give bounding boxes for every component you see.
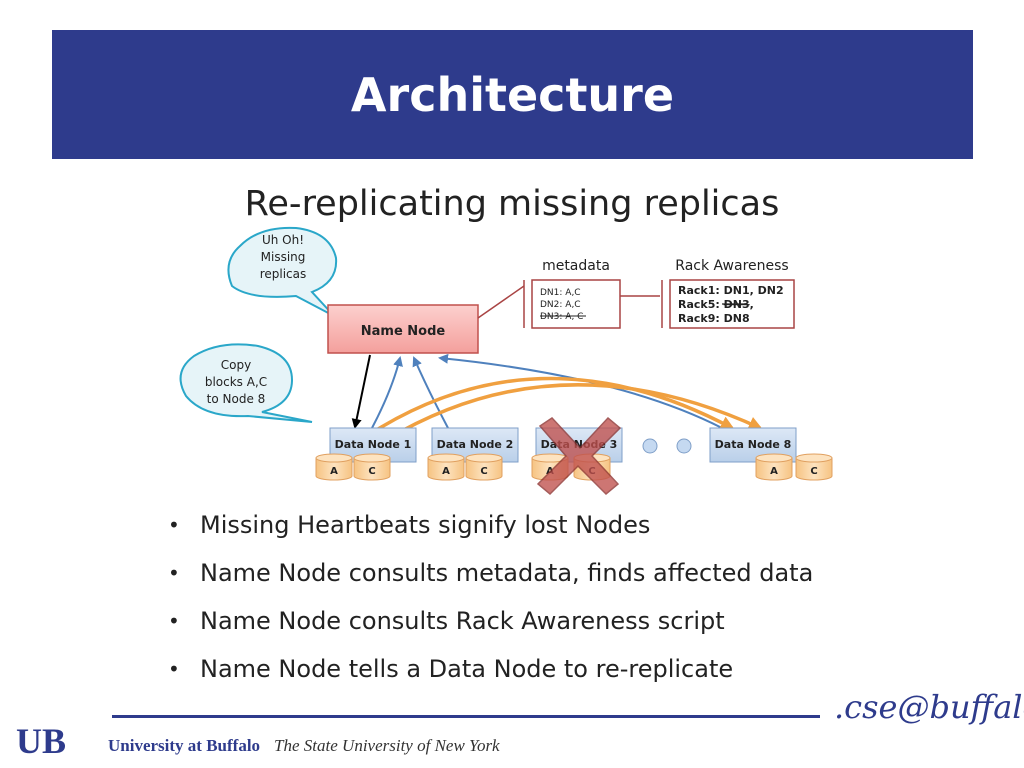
ub-logo-icon: UB — [16, 722, 66, 758]
data-node-1-label: Data Node 1 — [335, 438, 412, 451]
block-cylinder: A — [315, 453, 353, 481]
bullet-dot: • — [168, 609, 180, 633]
callout-copy-line-1: Copy — [221, 358, 251, 372]
bullet-dot: • — [168, 657, 180, 681]
footer-text: University at Buffalo The State Universit… — [108, 736, 500, 756]
heartbeat-arrow-8 — [438, 353, 723, 429]
block-cylinder: C — [795, 453, 833, 481]
bullet-item: • Name Node consults Rack Awareness scrip… — [168, 606, 813, 654]
name-node-box: Name Node — [327, 304, 479, 354]
block-label: C — [810, 466, 817, 477]
block-label: A — [770, 466, 778, 477]
callout-missing-line-1: Uh Oh! — [262, 233, 304, 247]
bullet-text: Name Node consults metadata, finds affec… — [200, 559, 814, 587]
bullet-item: • Name Node tells a Data Node to re-repli… — [168, 654, 813, 702]
heartbeat-arrow-2 — [412, 356, 449, 429]
replica-arrow-c — [385, 383, 763, 442]
rack-heading: Rack Awareness — [675, 258, 788, 274]
copy-command-arrow — [351, 354, 371, 429]
ellipsis-dot-2 — [676, 438, 692, 454]
title-banner: Architecture — [52, 30, 973, 159]
block-label: A — [442, 466, 450, 477]
missing-replicas-callout: Uh Oh! Missing replicas — [227, 226, 338, 317]
copy-blocks-callout: Copy blocks A,C to Node 8 — [179, 343, 313, 423]
data-node-2-label: Data Node 2 — [437, 438, 514, 451]
rack-line-3: Rack9: DN8 — [678, 312, 750, 325]
replica-arrow-a — [369, 376, 735, 436]
heartbeat-arrow-1 — [371, 356, 403, 429]
slide-title: Architecture — [350, 67, 675, 122]
metadata-line-3: DN3: A, C — [540, 312, 583, 322]
block-label: A — [330, 466, 338, 477]
metadata-line-1: DN1: A,C — [540, 288, 581, 298]
ellipsis-dots — [642, 438, 692, 454]
callout-copy-line-3: to Node 8 — [207, 392, 266, 406]
metadata-connector — [477, 285, 525, 319]
bullet-text: Missing Heartbeats signify lost Nodes — [200, 511, 651, 539]
rack-line-1: Rack1: DN1, DN2 — [678, 284, 784, 297]
svg-text:UB: UB — [16, 722, 66, 758]
rack-awareness-panel: Rack Awareness Rack1: DN1, DN2 Rack5: DN… — [661, 258, 795, 329]
block-cylinder: C — [465, 453, 503, 481]
metadata-heading: metadata — [542, 258, 610, 274]
footer-rule — [112, 715, 820, 718]
ellipsis-dot-1 — [642, 438, 658, 454]
bullet-text: Name Node tells a Data Node to re-replic… — [200, 655, 734, 683]
bullet-item: • Missing Heartbeats signify lost Nodes — [168, 510, 813, 558]
metadata-line-2: DN2: A,C — [540, 300, 581, 310]
block-label: C — [368, 466, 375, 477]
footer-university: University at Buffalo — [108, 736, 261, 755]
bullet-list: • Missing Heartbeats signify lost Nodes •… — [168, 510, 813, 702]
callout-copy-line-2: blocks A,C — [205, 375, 267, 389]
callout-missing-line-3: replicas — [260, 267, 307, 281]
metadata-panel: metadata DN1: A,C DN2: A,C DN3: A, C — [523, 258, 621, 329]
callout-missing-line-2: Missing — [261, 250, 306, 264]
bullet-dot: • — [168, 561, 180, 585]
block-cylinder: A — [427, 453, 465, 481]
block-cylinder: C — [353, 453, 391, 481]
arrows — [351, 353, 763, 442]
block-cylinder: A — [755, 453, 793, 481]
bullet-item: • Name Node consults metadata, finds affe… — [168, 558, 813, 606]
failed-node-x-icon — [536, 416, 622, 496]
slide-subtitle: Re-replicating missing replicas — [244, 184, 780, 224]
cse-logo: .cse@buffalo — [834, 688, 1024, 726]
footer-tagline: The State University of New York — [274, 736, 500, 755]
name-node-label: Name Node — [361, 324, 446, 339]
block-label: C — [480, 466, 487, 477]
bullet-dot: • — [168, 513, 180, 537]
bullet-text: Name Node consults Rack Awareness script — [200, 607, 725, 635]
data-node-8-label: Data Node 8 — [715, 438, 792, 451]
